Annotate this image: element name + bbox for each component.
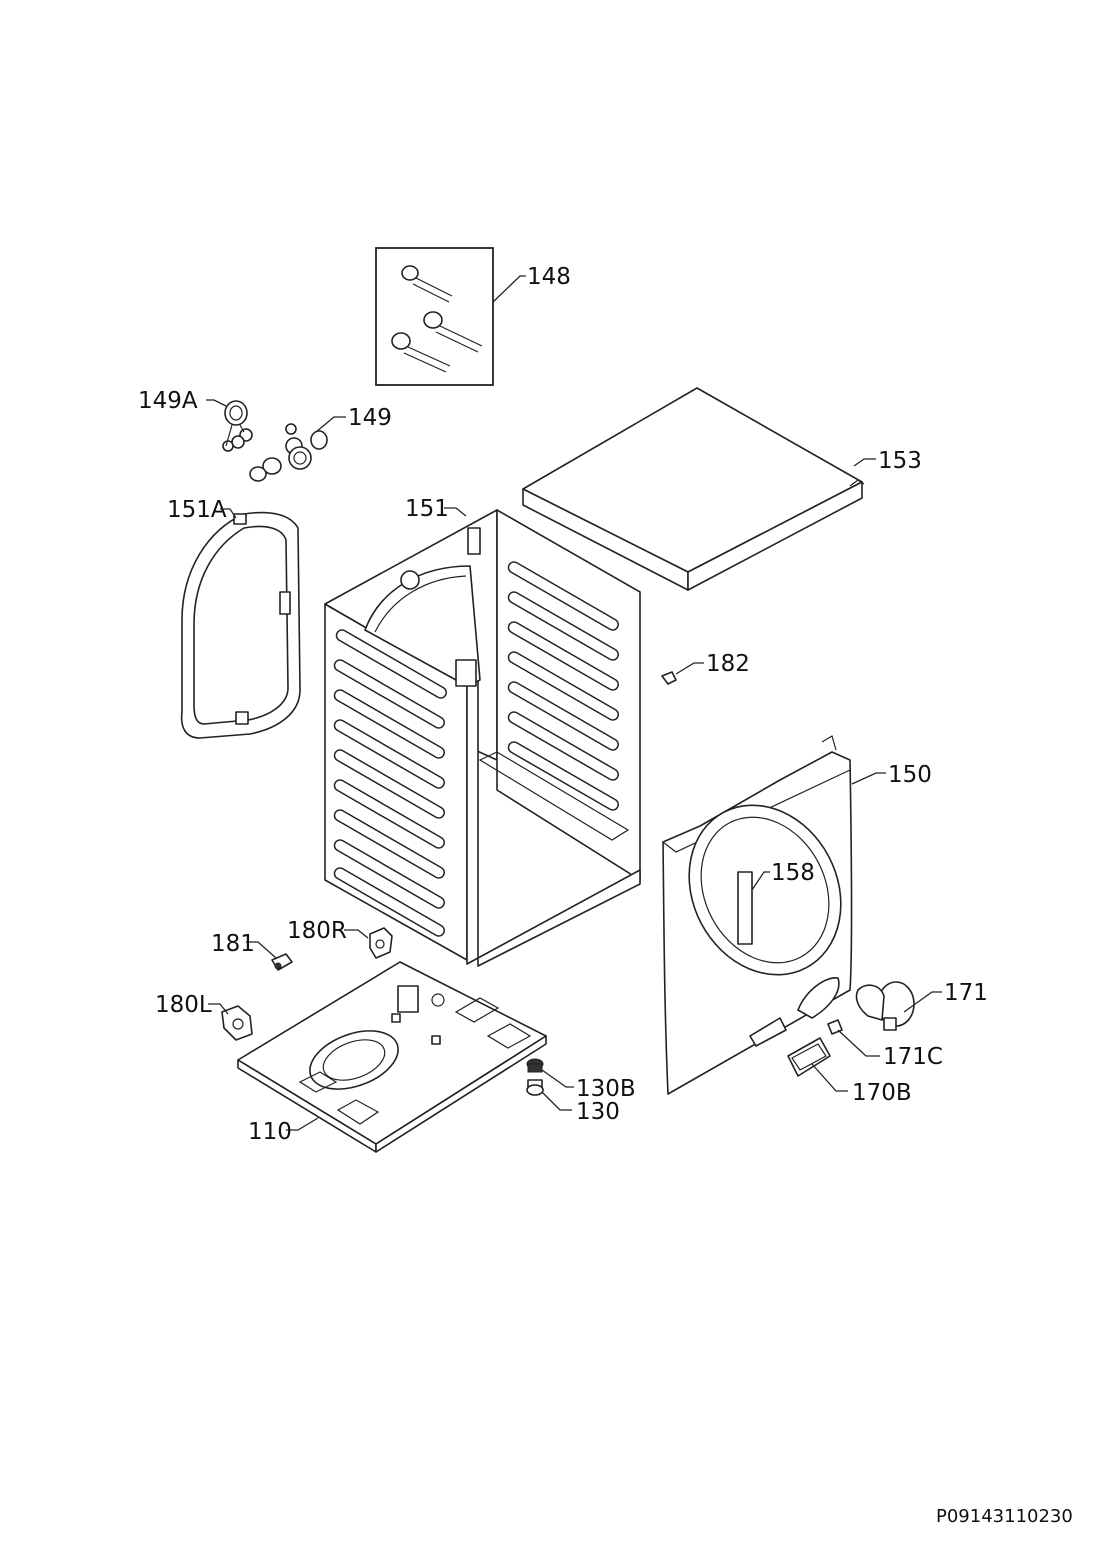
leader-153 bbox=[853, 458, 876, 467]
part-149-bearing-set bbox=[249, 423, 328, 482]
part-182-clip bbox=[661, 671, 677, 685]
callout-148: 148 bbox=[527, 264, 571, 290]
part-171-component bbox=[855, 981, 915, 1031]
leader-149A bbox=[206, 399, 227, 407]
leader-180L bbox=[208, 1003, 229, 1015]
callout-151A: 151A bbox=[167, 497, 227, 523]
leader-171C bbox=[837, 1029, 880, 1057]
callout-171C: 171C bbox=[883, 1044, 943, 1070]
part-180L-bracket bbox=[221, 1005, 253, 1041]
part-170B-cover bbox=[787, 1037, 831, 1077]
leader-151A bbox=[220, 508, 237, 519]
callout-151: 151 bbox=[405, 496, 449, 522]
callout-181: 181 bbox=[211, 931, 255, 957]
part-158-hinge bbox=[737, 871, 753, 945]
part-110-base bbox=[237, 961, 547, 1153]
right-panel-ribs bbox=[507, 561, 619, 811]
callout-180L: 180L bbox=[155, 992, 212, 1018]
callout-153: 153 bbox=[878, 448, 922, 474]
leader-180R bbox=[344, 929, 369, 939]
part-149A-seal-set bbox=[222, 400, 253, 452]
leader-130 bbox=[541, 1091, 572, 1111]
part-130-foot bbox=[526, 1079, 544, 1096]
callout-182: 182 bbox=[706, 651, 750, 677]
part-151A-frame bbox=[180, 511, 301, 739]
callout-180R: 180R bbox=[287, 918, 347, 944]
leader-148 bbox=[492, 275, 526, 303]
callout-149A: 149A bbox=[138, 388, 198, 414]
callout-130B: 130B bbox=[576, 1076, 636, 1102]
callout-110: 110 bbox=[248, 1119, 292, 1145]
leader-182 bbox=[675, 662, 704, 675]
leader-158 bbox=[751, 871, 770, 891]
part-151-cabinet bbox=[324, 509, 641, 967]
leader-110 bbox=[286, 1117, 319, 1131]
callout-171: 171 bbox=[944, 980, 988, 1006]
callout-130: 130 bbox=[576, 1099, 620, 1125]
callout-170B: 170B bbox=[852, 1080, 912, 1106]
document-id: P09143110230 bbox=[936, 1506, 1073, 1527]
part-153-top-cover bbox=[522, 387, 865, 591]
left-panel-ribs bbox=[333, 629, 447, 937]
part-181-clip bbox=[271, 953, 293, 971]
callout-150: 150 bbox=[888, 762, 932, 788]
leader-149 bbox=[315, 416, 346, 433]
callout-149: 149 bbox=[348, 405, 392, 431]
leader-171 bbox=[903, 991, 942, 1013]
part-180R-bracket bbox=[369, 927, 393, 959]
part-150-front-panel bbox=[662, 735, 853, 1095]
leader-150 bbox=[851, 772, 886, 785]
leader-170B bbox=[811, 1063, 848, 1092]
part-130B-foot bbox=[526, 1058, 544, 1073]
leader-130B bbox=[541, 1069, 574, 1088]
leader-181 bbox=[246, 941, 277, 959]
callout-158: 158 bbox=[771, 860, 815, 886]
part-148-transit-bolts bbox=[375, 247, 494, 386]
leader-151 bbox=[444, 507, 467, 517]
